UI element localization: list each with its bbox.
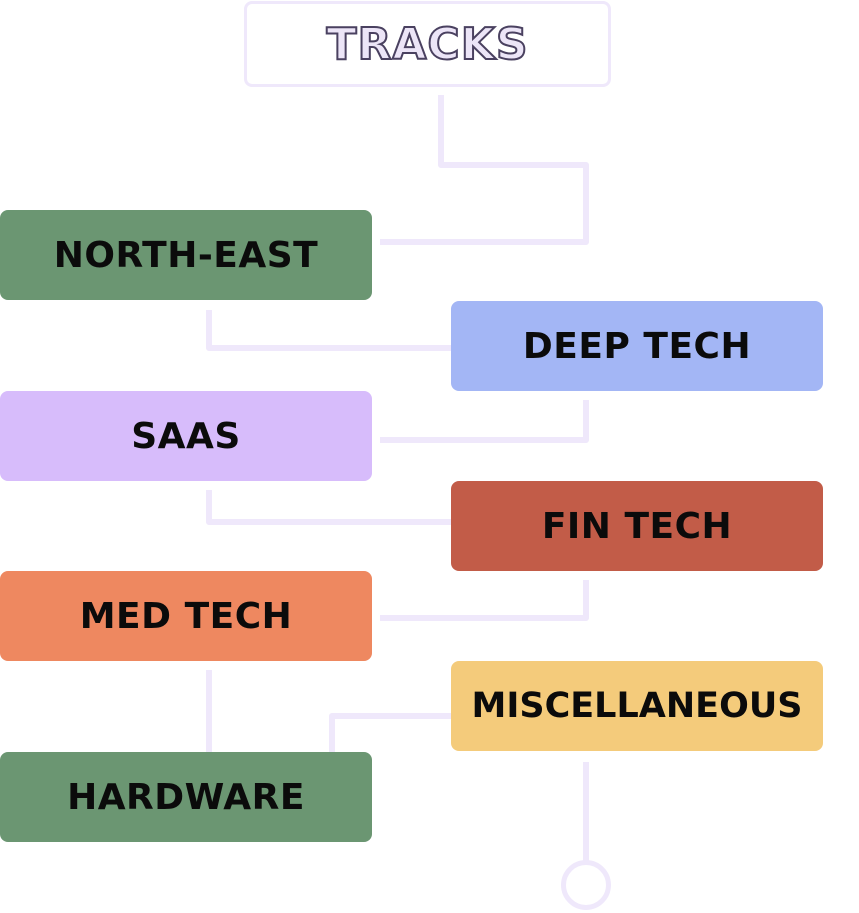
track-miscellaneous[interactable]: MISCELLANEOUS [451,661,823,751]
track-med-tech[interactable]: MED TECH [0,571,372,661]
track-label-hardware: HARDWARE [67,776,305,818]
tracks-title: TRACKS [325,18,529,71]
end-node-circle [561,860,611,910]
connector-north-east-deep-tech [206,310,451,351]
track-label-saas: SAAS [131,415,241,457]
track-deep-tech[interactable]: DEEP TECH [451,301,823,391]
track-hardware[interactable]: HARDWARE [0,752,372,842]
track-label-fin-tech: FIN TECH [541,505,733,547]
track-label-miscellaneous: MISCELLANEOUS [471,686,803,726]
track-north-east[interactable]: NORTH-EAST [0,210,372,300]
connector-saas-fin-tech [206,490,451,525]
track-label-north-east: NORTH-EAST [53,234,319,276]
track-fin-tech[interactable]: FIN TECH [451,481,823,571]
track-saas[interactable]: SAAS [0,391,372,481]
connector-fin-tech-med-tech [380,580,589,621]
connector-miscellaneous-hardware [329,713,451,752]
connector-title-north-east [380,95,589,245]
tracks-title-box: TRACKS [244,1,611,87]
connector-deep-tech-saas [380,400,589,443]
track-label-med-tech: MED TECH [79,595,293,637]
track-label-deep-tech: DEEP TECH [522,325,752,367]
